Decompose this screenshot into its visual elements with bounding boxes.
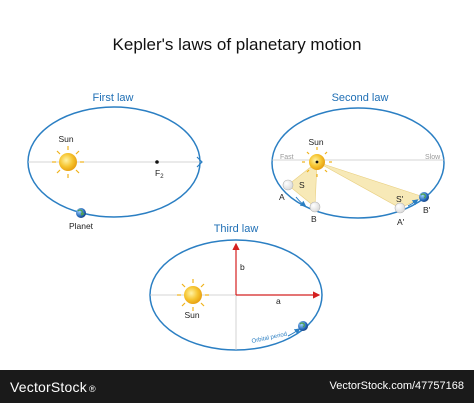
planet-icon	[76, 208, 86, 218]
point-a-prime-marker	[394, 202, 406, 214]
orbit-direction-arrow	[295, 196, 307, 207]
second-law-heading: Second law	[332, 92, 389, 104]
fast-label: Fast	[280, 154, 294, 161]
third-law-panel: Third law b a Sun Orbital period	[149, 223, 323, 351]
third-law-sun-label: Sun	[184, 310, 199, 320]
orbital-period-label: Orbital period	[251, 332, 287, 345]
semi-major-label: a	[276, 296, 281, 306]
footer-brand: VectorStock	[10, 379, 87, 395]
swept-area-s	[287, 161, 318, 208]
first-law-heading: First law	[93, 92, 134, 104]
area-s-prime-label: S'	[396, 194, 404, 204]
point-b-label: B	[311, 214, 317, 224]
point-a-label: A	[279, 192, 285, 202]
focus-point	[155, 160, 159, 164]
semi-minor-label: b	[240, 262, 245, 272]
point-b-prime-label: B'	[423, 205, 431, 215]
point-b-marker	[309, 201, 321, 213]
kepler-diagram: Kepler's laws of planetary motion First …	[27, 35, 445, 351]
point-a-marker	[282, 179, 294, 191]
stock-footer-bar: VectorStock ® VectorStock.com/47757168	[0, 370, 474, 403]
footer-image-id: VectorStock.com/47757168	[329, 380, 464, 392]
point-a-prime-label: A'	[397, 217, 405, 227]
second-law-panel: Second law Sun Fast Slow	[271, 92, 445, 227]
orbit-direction-arrow	[196, 156, 203, 168]
first-law-sun-label: Sun	[58, 134, 73, 144]
planet-icon	[419, 192, 429, 202]
second-law-orbit	[271, 107, 445, 219]
diagram-title: Kepler's laws of planetary motion	[113, 35, 362, 54]
slow-label: Slow	[425, 154, 441, 161]
orbit-direction-arrow	[407, 199, 419, 207]
sun-icon	[52, 146, 84, 178]
swept-area-s-prime	[316, 161, 425, 209]
second-law-sun-label: Sun	[308, 137, 323, 147]
registered-icon: ®	[89, 379, 96, 397]
focus-label: F2	[155, 168, 164, 180]
area-s-label: S	[299, 180, 305, 190]
sun-icon	[302, 147, 332, 177]
planet-icon	[298, 321, 308, 331]
orbit-direction-arrow	[287, 328, 301, 337]
first-law-panel: First law Sun F2 Planet	[27, 92, 203, 231]
planet-label: Planet	[69, 221, 94, 231]
registered-mark: ®	[89, 384, 96, 394]
sun-icon	[177, 279, 209, 311]
third-law-heading: Third law	[214, 223, 259, 235]
